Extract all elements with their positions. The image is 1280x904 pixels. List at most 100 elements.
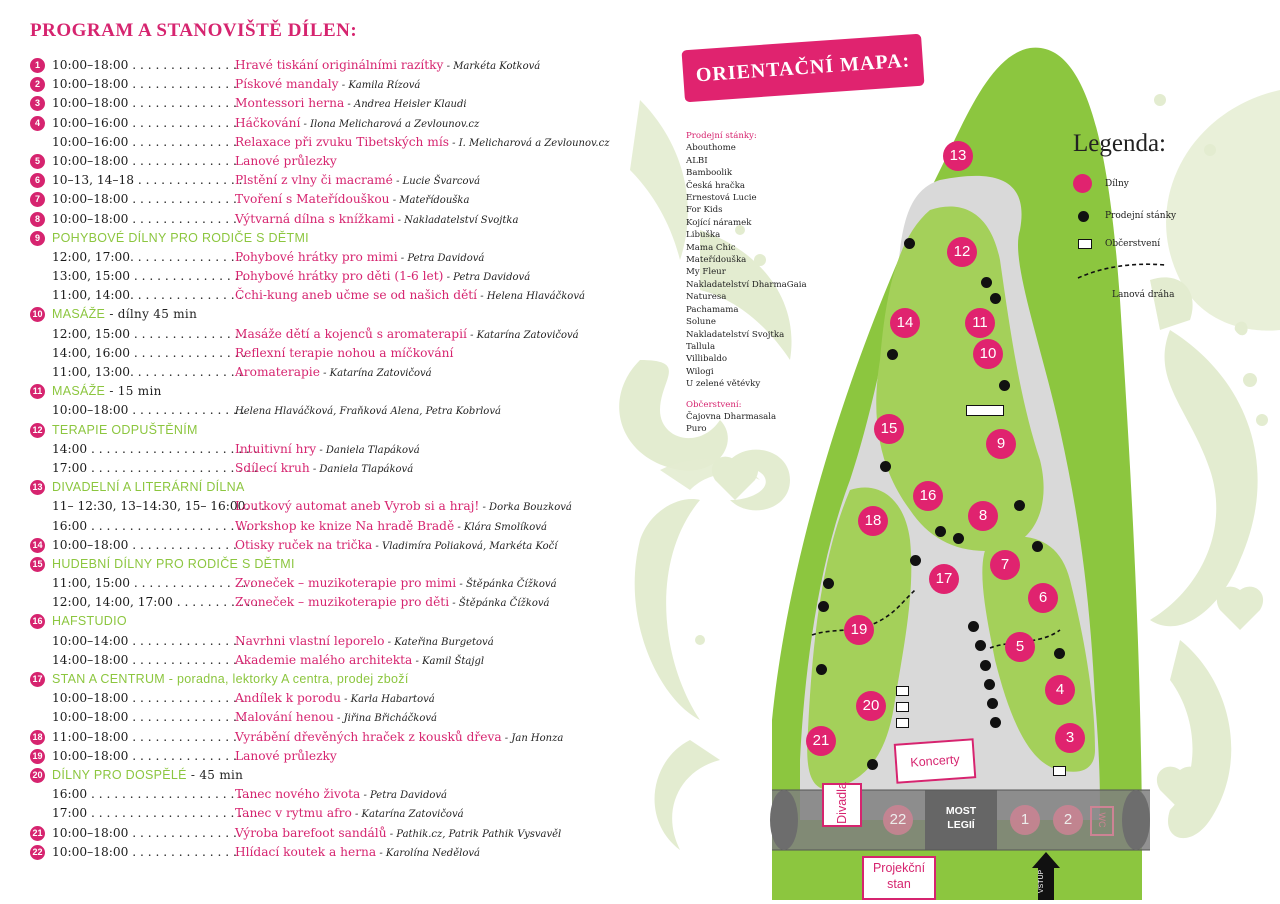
vendor-item: Solune — [686, 317, 716, 328]
workshop-number-badge: 17 — [30, 672, 45, 687]
activity: Sdílecí kruh - Daniela Tlapáková — [235, 460, 414, 475]
bridge-label: MOST LEGIÍ — [930, 804, 992, 832]
program-row: 17:00 . . . . . . . . . . . . . . . . . … — [30, 804, 650, 823]
time-slot: 10:00–18:00 . . . . . . . . . . . . . . — [52, 192, 237, 207]
workshop-20[interactable]: 20 — [856, 691, 886, 721]
section-title: DIVADELNÍ A LITERÁRNÍ DÍLNA — [52, 480, 245, 495]
legend-refreshments: Občerstvení — [1105, 239, 1161, 249]
lecturer: - Štěpánka Čížková — [456, 579, 557, 591]
activity: Akademie malého architekta - Kamil Štajg… — [235, 652, 485, 667]
stall-marker — [935, 526, 946, 537]
workshop-11[interactable]: 11 — [965, 308, 995, 338]
lecturer: - Klára Smolíková — [454, 521, 547, 533]
workshop-12[interactable]: 12 — [947, 237, 977, 267]
decorative-swirls — [619, 90, 1280, 850]
workshop-number-badge: 22 — [30, 844, 45, 860]
program-row: 12:00, 15:00 . . . . . . . . . . . . . .… — [30, 325, 650, 344]
vendor-item: Nakladatelství Svojtka — [686, 329, 785, 340]
time-slot: 12:00, 15:00 . . . . . . . . . . . . . .… — [52, 326, 247, 341]
vendor-item: Mama Chic — [686, 242, 736, 253]
workshop-21[interactable]: 21 — [806, 726, 836, 756]
refreshment-marker — [896, 718, 909, 728]
workshop-4[interactable]: 4 — [1045, 675, 1075, 705]
stall-marker — [823, 578, 834, 589]
workshop-number-badge: 5 — [30, 153, 45, 169]
workshop-5[interactable]: 5 — [1005, 632, 1035, 662]
workshop-8[interactable]: 8 — [968, 501, 998, 531]
workshop-2[interactable]: 2 — [1053, 805, 1083, 835]
program-row: 11– 12:30, 13–14:30, 15– 16:00. . .Loutk… — [30, 497, 650, 516]
activity: Relaxace při zvuku Tibetských mís - I. M… — [235, 134, 610, 149]
refreshment-marker — [896, 702, 909, 712]
program-row: 22 10:00–18:00 . . . . . . . . . . . . . … — [30, 843, 650, 862]
activity: Navrhni vlastní leporelo - Kateřina Burg… — [235, 633, 494, 648]
workshop-number-badge: 14 — [30, 537, 45, 553]
workshop-1[interactable]: 1 — [1010, 805, 1040, 835]
workshop-16[interactable]: 16 — [913, 481, 943, 511]
section-title: HUDEBNÍ DÍLNY PRO RODIČE S DĚTMI — [52, 556, 295, 571]
workshop-22[interactable]: 22 — [883, 805, 913, 835]
section-title: HAFSTUDIO — [52, 614, 127, 629]
program-row: 11:00, 13:00. . . . . . . . . . . . . . … — [30, 363, 650, 382]
activity: Aromaterapie - Katarína Zatovičová — [235, 365, 432, 379]
stall-marker — [880, 461, 891, 472]
lecturer: - Dorka Bouzková — [479, 502, 572, 514]
activity: Malování henou - Jiřina Břicháčková — [235, 710, 437, 725]
workshop-9[interactable]: 9 — [986, 429, 1016, 459]
vendor-item: Pachamama — [686, 304, 739, 315]
workshop-13[interactable]: 13 — [943, 141, 973, 171]
workshop-15[interactable]: 15 — [874, 414, 904, 444]
activity: Pohybové hrátky pro děti (1-6 let) - Pet… — [235, 269, 531, 284]
activity: Lanové průlezky — [235, 748, 337, 763]
workshop-14[interactable]: 14 — [890, 308, 920, 338]
program-row: 7 10:00–18:00 . . . . . . . . . . . . . .… — [30, 190, 650, 209]
program-row: 11:00, 15:00 . . . . . . . . . . . . . .… — [30, 574, 650, 593]
time-slot: 10:00–16:00 . . . . . . . . . . . . . . — [52, 134, 237, 149]
stall-marker — [1032, 541, 1043, 552]
vendor-item: Libuška — [686, 230, 721, 241]
wc-label: WC — [1097, 812, 1107, 828]
workshop-6[interactable]: 6 — [1028, 583, 1058, 613]
concerts-label: Koncerty — [893, 738, 977, 784]
lecturer: - Kamil Štajgl — [412, 655, 485, 667]
refresh-item: Čajovna Dharmasala — [686, 411, 777, 422]
workshop-19[interactable]: 19 — [844, 615, 874, 645]
activity: Tvoření s Mateřídouškou - Mateřídouška — [235, 192, 470, 207]
stall-marker — [904, 238, 915, 249]
workshop-number-badge: 8 — [30, 211, 45, 227]
vendor-item: Tallula — [686, 341, 716, 352]
workshop-number-badge: 7 — [30, 192, 45, 208]
lecturer: - Daniela Tlapáková — [309, 463, 414, 475]
vendor-item: My Fleur — [686, 267, 726, 278]
lecturer: - Kateřina Burgetová — [384, 636, 494, 648]
vendor-item: Kojící náramek — [686, 217, 752, 228]
time-slot: 10:00–18:00 . . . . . . . . . . . . . . — [52, 844, 237, 859]
workshop-17[interactable]: 17 — [929, 564, 959, 594]
time-slot: 12:00, 17:00. . . . . . . . . . . . . . … — [52, 249, 243, 264]
lecturer: - Andrea Heisler Klaudi — [344, 99, 467, 111]
vendor-item: Česká hračka — [686, 180, 746, 191]
vendor-item: ALBI — [686, 155, 708, 166]
time-slot: 14:00–18:00 . . . . . . . . . . . . . . … — [52, 652, 245, 667]
workshop-10[interactable]: 10 — [973, 339, 1003, 369]
refreshment-marker — [966, 405, 1004, 416]
workshop-7[interactable]: 7 — [990, 550, 1020, 580]
activity: Montessori herna - Andrea Heisler Klaudi — [235, 96, 467, 111]
workshop-18[interactable]: 18 — [858, 506, 888, 536]
program-row: 10:00–16:00 . . . . . . . . . . . . . .R… — [30, 133, 650, 152]
workshop-3[interactable]: 3 — [1055, 723, 1085, 753]
time-slot: 12:00, 14:00, 17:00 . . . . . . . . . . … — [52, 595, 259, 610]
lecturer: - Markéta Kotková — [443, 61, 541, 72]
time-slot: 16:00 . . . . . . . . . . . . . . . . . … — [52, 518, 258, 533]
program-title: PROGRAM A STANOVIŠTĚ DÍLEN: — [30, 20, 358, 41]
